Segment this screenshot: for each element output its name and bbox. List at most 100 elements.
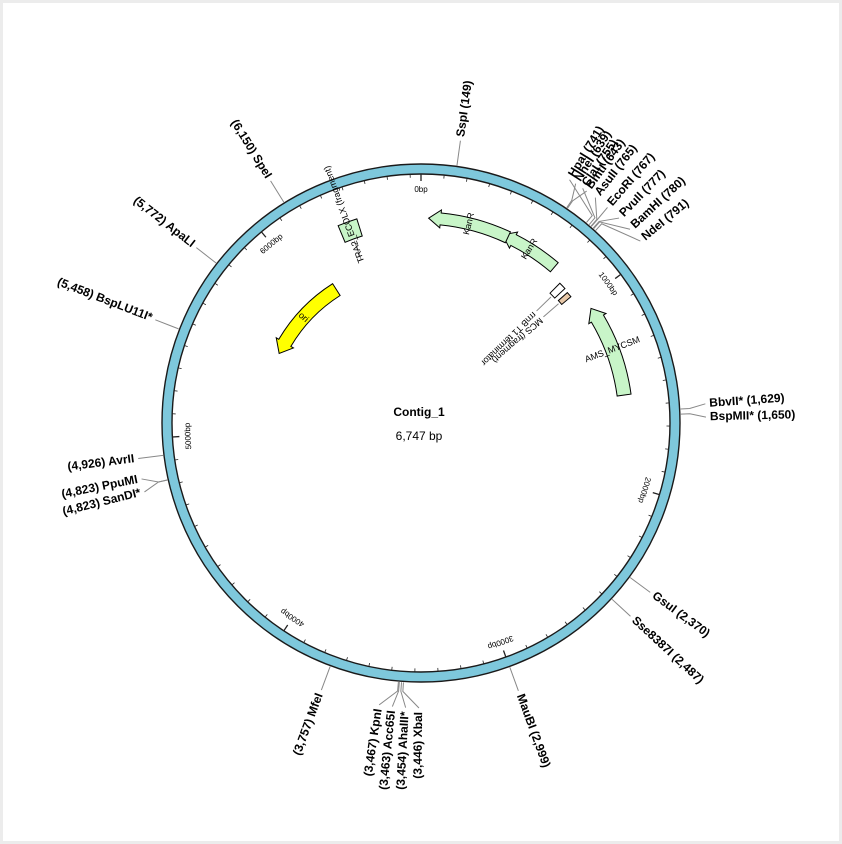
- ring-tick: [228, 264, 232, 268]
- ring-tick: [264, 614, 268, 618]
- site-label: (4,926) AvrII: [67, 451, 135, 473]
- ring-tick: [244, 247, 248, 251]
- site-leader: [155, 319, 179, 330]
- ring-tick: [202, 302, 207, 306]
- site-label: BbvII* (1,629): [709, 391, 785, 410]
- site-leader: [566, 183, 577, 208]
- site-leader: [592, 217, 620, 229]
- feature-kanr2: [427, 209, 512, 244]
- feature-leader: [353, 240, 362, 260]
- ring-tick: [599, 591, 603, 595]
- ring-tick: [303, 639, 306, 643]
- ring-tick: [184, 345, 188, 347]
- site-leader: [138, 454, 164, 460]
- site-label: (5,458) BspLU11I*: [55, 275, 154, 325]
- site-leader: [680, 403, 706, 410]
- site-leader: [196, 247, 217, 264]
- ring-tick: [502, 650, 507, 658]
- ring-tick: [217, 564, 221, 567]
- ring-tick: [466, 178, 468, 182]
- backbone-inner-edge: [171, 173, 671, 673]
- ring-tick: [530, 200, 534, 204]
- ring-tick: [299, 205, 302, 209]
- site-label: (3,446) XbaI: [411, 712, 425, 779]
- ring-tick: [650, 334, 655, 337]
- ring-tick: [652, 491, 660, 496]
- ring-tick: [247, 599, 251, 603]
- tick-label: 0bp: [414, 185, 428, 194]
- feature-ams: [588, 307, 632, 397]
- feature-label: ori: [297, 310, 311, 324]
- ring-tick: [582, 607, 586, 611]
- ring-tick: [603, 256, 607, 260]
- tick-label: 4000bp: [278, 606, 306, 629]
- ring-tick: [614, 574, 618, 577]
- ring-tick: [482, 660, 485, 665]
- site-leader: [456, 140, 461, 166]
- site-leader: [680, 413, 707, 418]
- ring-tick: [657, 356, 662, 359]
- site-leader: [402, 682, 420, 709]
- ring-tick: [525, 644, 528, 649]
- ring-tick: [661, 471, 666, 473]
- map-title: Contig_1: [393, 405, 445, 419]
- ring-tick: [648, 514, 652, 517]
- ring-tick: [363, 180, 366, 185]
- site-leader: [320, 666, 331, 691]
- plasmid-map: 0bp1000bp2000bp3000bp4000bp5000bp6000bp …: [55, 80, 796, 791]
- ring-tick: [324, 649, 327, 653]
- site-leader: [629, 577, 651, 593]
- tick-label: 2000bp: [636, 476, 652, 505]
- ring-tick: [368, 662, 370, 667]
- ring-tick: [587, 239, 591, 243]
- ring-tick: [192, 323, 196, 326]
- ring-tick: [614, 273, 622, 280]
- ring-tick: [185, 503, 190, 506]
- site-label: BspMII* (1,650): [710, 407, 796, 423]
- ring-tick: [545, 634, 549, 638]
- ring-tick: [564, 621, 568, 625]
- ring-tick: [283, 624, 289, 632]
- ring-tick: [460, 665, 462, 669]
- backbone-outer-edge: [161, 163, 681, 683]
- ring-tick: [488, 183, 491, 188]
- site-leader: [270, 180, 285, 203]
- ring-tick: [279, 217, 283, 221]
- feature-leader: [536, 296, 552, 312]
- ring-tick: [319, 195, 323, 199]
- site-leader: [391, 682, 400, 707]
- site-leader: [509, 667, 519, 692]
- site-label: SspI (149): [453, 80, 475, 138]
- feature-label: MCS (fragment): [490, 316, 545, 365]
- site-label: MauBI (2,999): [514, 692, 554, 769]
- site-leader: [611, 598, 631, 617]
- site-leader: [400, 682, 407, 708]
- feature-mcs: [557, 291, 572, 306]
- ring-tick: [178, 367, 182, 370]
- ring-tick: [550, 211, 554, 216]
- ring-tick: [179, 481, 183, 484]
- site-leader: [590, 207, 608, 227]
- ring-tick: [260, 231, 267, 238]
- ring-tick: [194, 524, 198, 527]
- tick-label: 6000bp: [258, 231, 285, 255]
- site-leader: [593, 221, 631, 230]
- site-label: (5,772) ApaLI: [131, 193, 198, 250]
- ring-tick: [346, 657, 348, 661]
- site-leader: [582, 188, 596, 225]
- ring-tick: [630, 293, 634, 296]
- backbone-ring: [162, 164, 680, 682]
- tick-label: 3000bp: [486, 634, 515, 652]
- tick-label: 5000bp: [183, 422, 194, 450]
- feature-leader: [543, 303, 559, 318]
- feature-rrnb: [549, 282, 566, 299]
- site-leader: [569, 179, 593, 223]
- ring-tick: [627, 555, 631, 558]
- ring-tick: [174, 459, 179, 461]
- feature-label: rrnB T1 terminator: [479, 310, 538, 368]
- ring-tick: [231, 582, 235, 586]
- site-leader: [567, 190, 587, 209]
- ring-tick: [214, 282, 219, 286]
- site-label: (3,454) AhaIII*: [393, 711, 411, 790]
